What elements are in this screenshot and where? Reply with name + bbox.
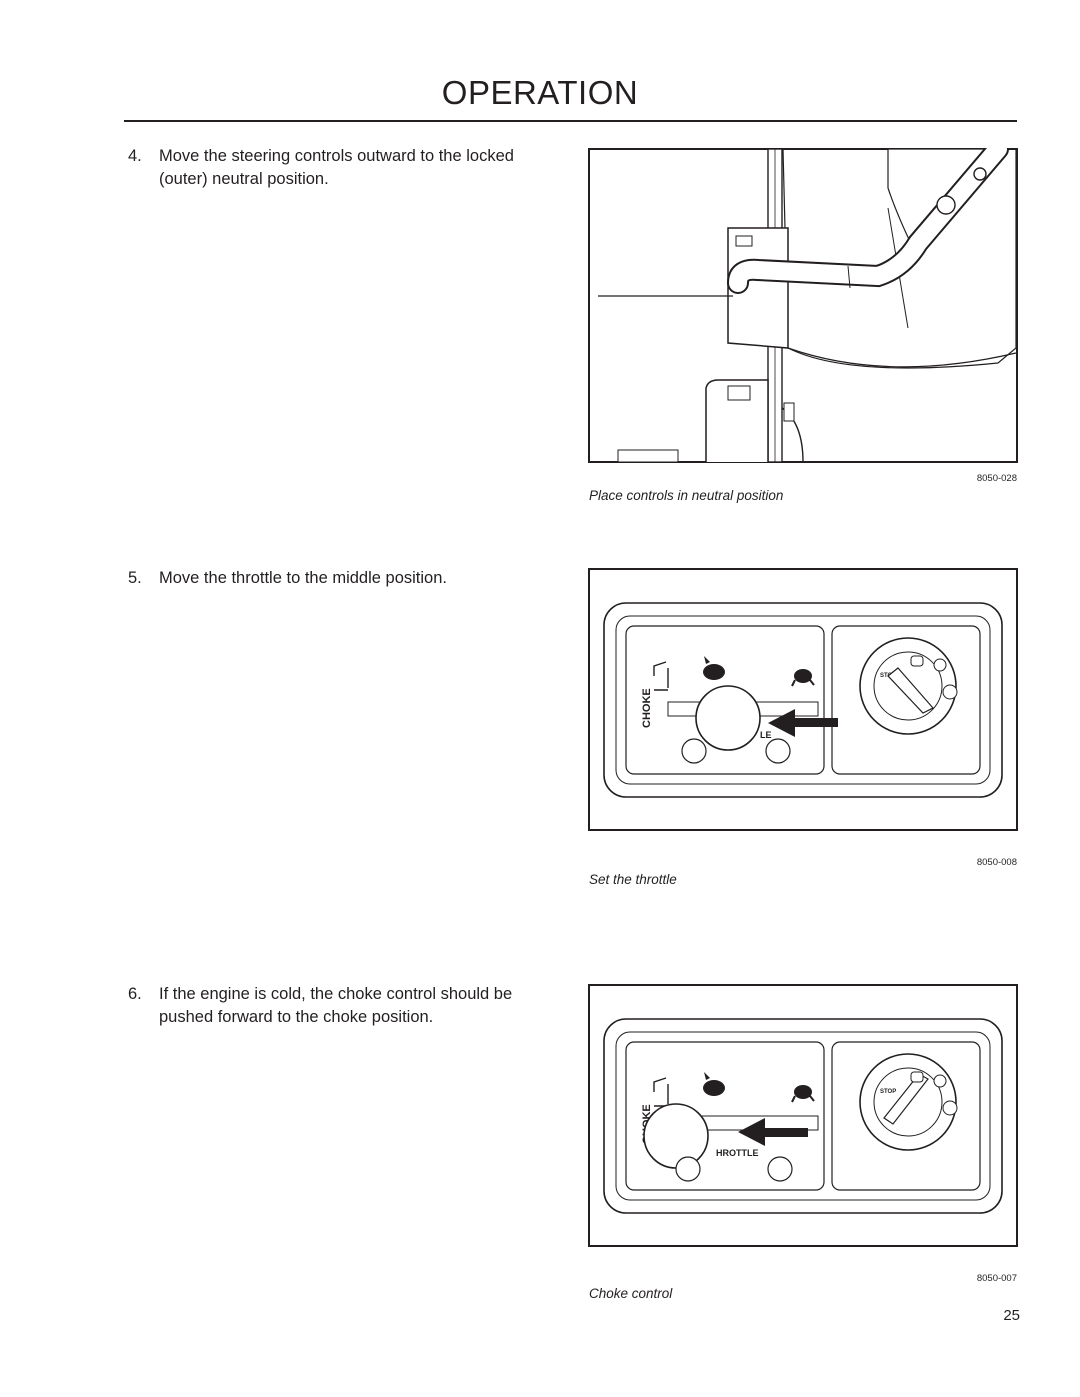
page-number: 25 xyxy=(1003,1307,1020,1324)
choke-label: CHOKE xyxy=(641,688,653,728)
throttle-label-fragment: HROTTLE xyxy=(716,1148,759,1158)
figure-caption: Choke control xyxy=(589,1286,673,1301)
page-title: OPERATION xyxy=(441,74,639,111)
step-4: 4. Move the steering controls outward to… xyxy=(128,145,553,191)
steering-controls-illustration xyxy=(588,148,1018,463)
stop-label: STOP xyxy=(880,1089,896,1095)
figure-caption: Place controls in neutral position xyxy=(589,488,784,503)
step-number: 4. xyxy=(128,147,142,165)
step-6: 6. If the engine is cold, the choke cont… xyxy=(128,983,553,1029)
step-number: 6. xyxy=(128,985,142,1003)
figure-code: 8050-028 xyxy=(976,473,1017,484)
step-text: If the engine is cold, the choke control… xyxy=(159,985,513,1026)
step-text: Move the steering controls outward to th… xyxy=(159,147,514,188)
step-5: 5. Move the throttle to the middle posit… xyxy=(128,567,553,590)
title-rule xyxy=(124,120,1017,122)
throttle-panel-illustration: CHOKE LE STOP xyxy=(588,568,1018,831)
choke-panel-illustration: CHOKE HROTTLE STOP xyxy=(588,984,1018,1247)
figure-code: 8050-007 xyxy=(976,1273,1017,1284)
step-text: Move the throttle to the middle position… xyxy=(159,569,447,587)
figure-caption: Set the throttle xyxy=(589,872,677,887)
step-number: 5. xyxy=(128,569,142,587)
throttle-label-fragment: LE xyxy=(760,730,772,740)
figure-code: 8050-008 xyxy=(976,857,1017,868)
